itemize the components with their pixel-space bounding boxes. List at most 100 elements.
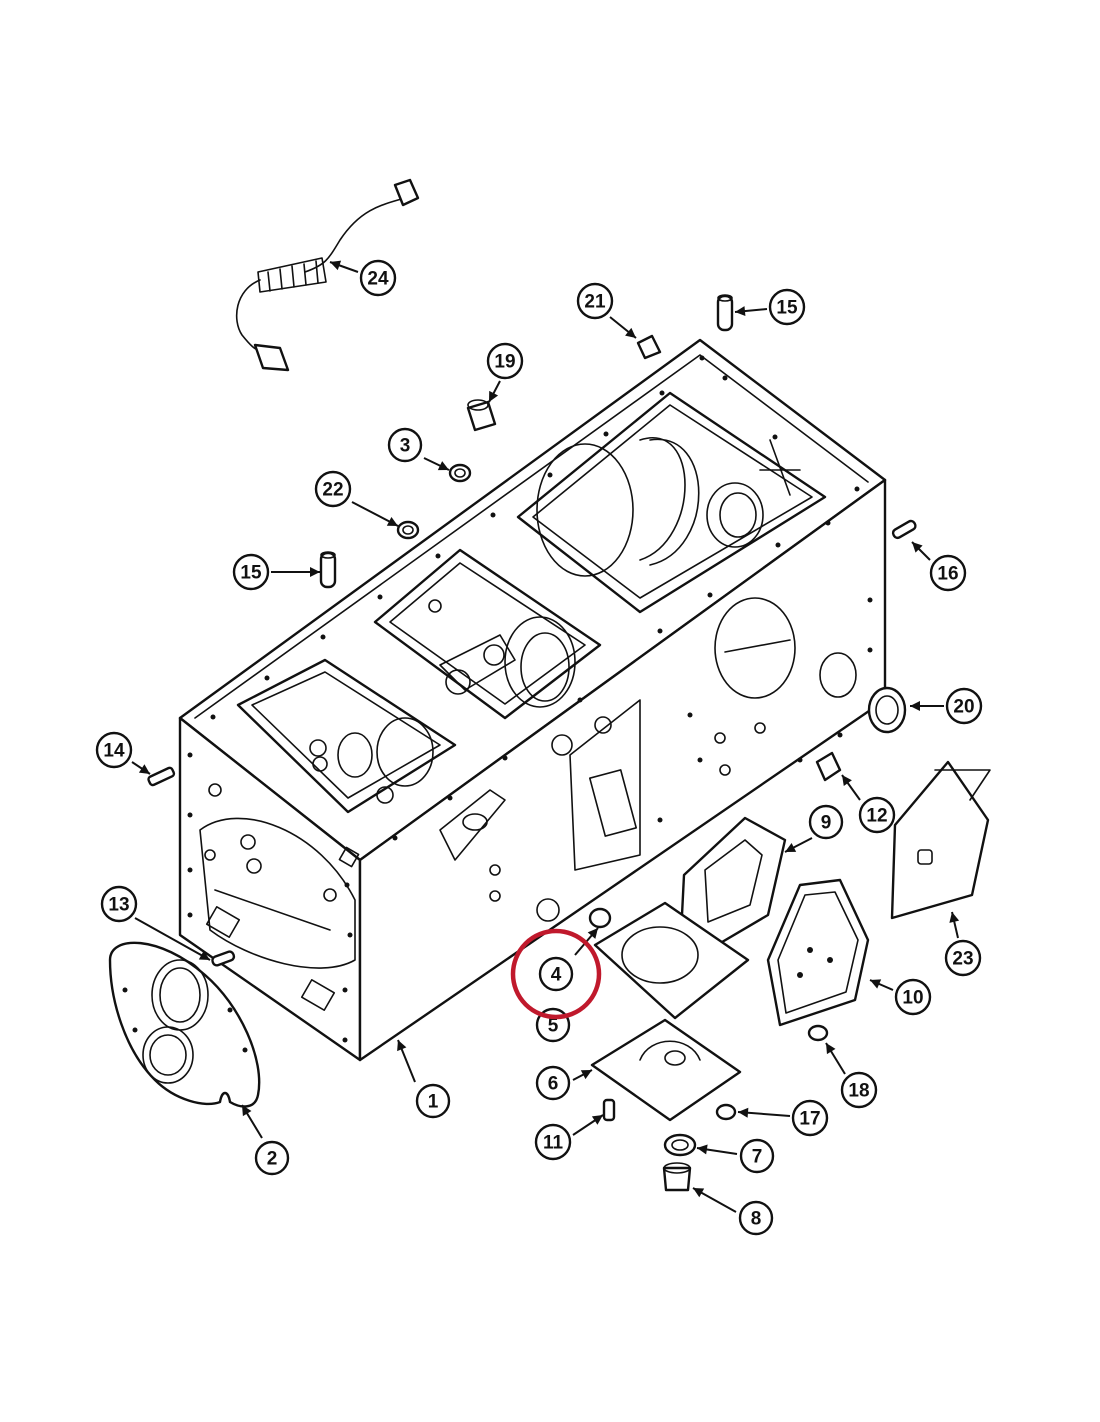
callout-15a: 15 bbox=[768, 288, 806, 326]
callout-circle-8 bbox=[738, 1200, 774, 1236]
callout-circle-11 bbox=[534, 1123, 572, 1161]
arrowhead-3 bbox=[437, 461, 449, 471]
arrowhead-16 bbox=[912, 542, 923, 553]
arrowhead-24 bbox=[330, 260, 342, 271]
callout-label-13: 13 bbox=[108, 895, 129, 916]
sealing-washer-part bbox=[663, 1133, 697, 1157]
callout-7: 7 bbox=[739, 1138, 775, 1174]
callout-circle-17 bbox=[791, 1099, 829, 1137]
callout-circle-22 bbox=[314, 470, 352, 508]
callout-circle-18 bbox=[840, 1071, 878, 1109]
callout-15b: 15 bbox=[232, 553, 270, 591]
cover-plate-part bbox=[590, 1018, 742, 1122]
callout-label-6: 6 bbox=[548, 1074, 559, 1095]
arrowhead-1 bbox=[397, 1040, 407, 1052]
highlight-ring bbox=[510, 928, 602, 1020]
callout-1: 1 bbox=[415, 1083, 451, 1119]
callout-12: 12 bbox=[858, 796, 896, 834]
callout-13: 13 bbox=[100, 885, 138, 923]
callout-label-19: 19 bbox=[494, 352, 515, 373]
callout-4: 4 bbox=[538, 956, 574, 992]
arrowhead-15a bbox=[735, 306, 746, 317]
arrowhead-14 bbox=[138, 764, 150, 774]
pump-gasket-part bbox=[593, 901, 750, 1020]
arrowhead-23 bbox=[949, 912, 960, 923]
callout-23: 23 bbox=[944, 939, 982, 977]
callout-label-2: 2 bbox=[267, 1149, 278, 1170]
arrowhead-11 bbox=[591, 1115, 603, 1125]
callout-circle-2 bbox=[254, 1140, 290, 1176]
callout-9: 9 bbox=[808, 804, 844, 840]
side-cover-part bbox=[890, 760, 991, 920]
callout-label-4: 4 bbox=[551, 965, 562, 986]
arrowhead-20 bbox=[910, 701, 920, 711]
callout-circle-3 bbox=[387, 427, 423, 463]
callout-label-21: 21 bbox=[584, 292, 606, 313]
arrowhead-17 bbox=[738, 1107, 749, 1118]
callout-8: 8 bbox=[738, 1200, 774, 1236]
callout-label-5: 5 bbox=[548, 1016, 559, 1037]
bushing-small-part bbox=[636, 334, 662, 360]
callout-6: 6 bbox=[535, 1065, 571, 1101]
pin-part bbox=[891, 519, 917, 540]
callout-label-24: 24 bbox=[367, 269, 389, 290]
dowel-pin-left-part bbox=[319, 551, 337, 589]
callout-circle-10 bbox=[894, 978, 932, 1016]
drain-plug-part bbox=[662, 1162, 692, 1192]
arrowhead-12 bbox=[842, 775, 852, 787]
callout-label-14: 14 bbox=[103, 741, 125, 762]
callout-label-7: 7 bbox=[752, 1147, 763, 1168]
callout-label-11: 11 bbox=[543, 1133, 564, 1154]
dowel-pin-part bbox=[211, 950, 236, 967]
arrowhead-2 bbox=[242, 1105, 252, 1117]
arrowhead-6 bbox=[580, 1070, 592, 1080]
callout-24: 24 bbox=[359, 259, 397, 297]
arrowhead-13 bbox=[198, 950, 210, 960]
transmission-housing bbox=[178, 338, 887, 1062]
callout-circle-24 bbox=[359, 259, 397, 297]
callout-label-15b: 15 bbox=[240, 563, 262, 584]
callout-label-3: 3 bbox=[400, 436, 411, 457]
plug-4-part bbox=[588, 907, 612, 929]
callout-19: 19 bbox=[486, 342, 524, 380]
nut-part bbox=[715, 1103, 737, 1121]
arrowhead-10 bbox=[870, 979, 882, 989]
arrowhead-18 bbox=[826, 1043, 836, 1055]
bushing-part bbox=[466, 399, 497, 432]
leader-lines bbox=[131, 260, 960, 1213]
callout-label-10: 10 bbox=[902, 988, 923, 1009]
plug-part bbox=[815, 751, 842, 782]
callout-circle-12 bbox=[858, 796, 896, 834]
callout-circle-13 bbox=[100, 885, 138, 923]
arrowhead-8 bbox=[693, 1188, 705, 1198]
callout-circle-15a bbox=[768, 288, 806, 326]
arrowhead-7 bbox=[697, 1144, 708, 1155]
callout-circle-21 bbox=[576, 282, 614, 320]
callout-10: 10 bbox=[894, 978, 932, 1016]
end-plate-part bbox=[108, 941, 261, 1108]
callout-21: 21 bbox=[576, 282, 614, 320]
callout-circle-16 bbox=[929, 554, 967, 592]
seal-ring-part bbox=[396, 520, 420, 540]
callout-17: 17 bbox=[791, 1099, 829, 1137]
callout-label-23: 23 bbox=[952, 949, 973, 970]
callout-label-16: 16 bbox=[937, 564, 958, 585]
stud-part bbox=[147, 766, 176, 787]
leader-line-13 bbox=[134, 917, 211, 961]
pin-11-part bbox=[602, 1098, 616, 1122]
callout-label-22: 22 bbox=[322, 480, 343, 501]
callout-2: 2 bbox=[254, 1140, 290, 1176]
callout-22: 22 bbox=[314, 470, 352, 508]
callout-16: 16 bbox=[929, 554, 967, 592]
seal-part bbox=[448, 463, 472, 483]
callout-3: 3 bbox=[387, 427, 423, 463]
dowel-pin-top-part bbox=[716, 294, 734, 332]
callout-label-18: 18 bbox=[848, 1081, 869, 1102]
callout-circle-4 bbox=[538, 956, 574, 992]
callout-circle-1 bbox=[415, 1083, 451, 1119]
callout-label-12: 12 bbox=[866, 806, 887, 827]
callout-label-9: 9 bbox=[821, 813, 832, 834]
arrowhead-21 bbox=[625, 327, 636, 338]
